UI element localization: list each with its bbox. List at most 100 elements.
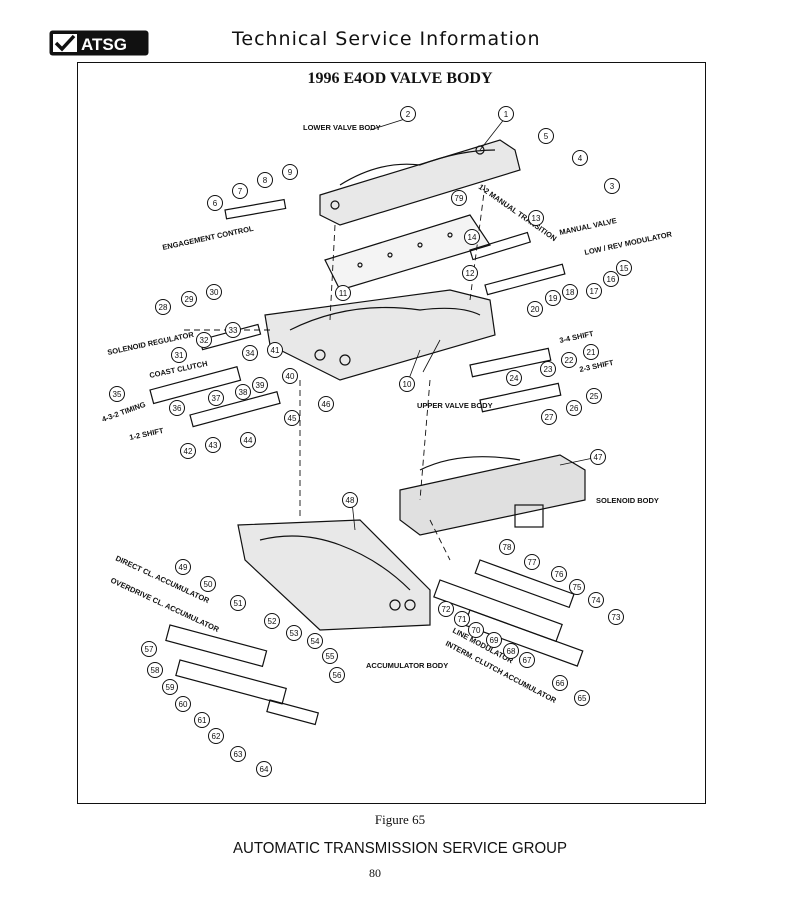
- svg-text:32: 32: [200, 336, 209, 345]
- callout-12: 12: [462, 265, 478, 281]
- callout-73: 73: [608, 609, 624, 625]
- svg-text:34: 34: [246, 349, 255, 358]
- callout-31: 31: [171, 347, 187, 363]
- callout-6: 6: [207, 195, 223, 211]
- svg-text:62: 62: [212, 732, 221, 741]
- callout-38: 38: [235, 384, 251, 400]
- callout-46: 46: [318, 396, 334, 412]
- callout-20: 20: [527, 301, 543, 317]
- callout-22: 22: [561, 352, 577, 368]
- svg-text:4: 4: [578, 154, 583, 163]
- svg-text:19: 19: [549, 294, 558, 303]
- callout-33: 33: [225, 322, 241, 338]
- callout-18: 18: [562, 284, 578, 300]
- page-number: 80: [369, 866, 381, 880]
- callout-40: 40: [282, 368, 298, 384]
- solenoid-body-part: [399, 454, 586, 536]
- svg-text:35: 35: [113, 390, 122, 399]
- callout-57: 57: [141, 641, 157, 657]
- callout-1: 1: [498, 106, 514, 122]
- svg-text:28: 28: [159, 303, 168, 312]
- svg-text:42: 42: [184, 447, 193, 456]
- callout-35: 35: [109, 386, 125, 402]
- callout-53: 53: [286, 625, 302, 641]
- svg-text:26: 26: [570, 404, 579, 413]
- valve-trains: [149, 198, 584, 726]
- svg-text:74: 74: [592, 596, 601, 605]
- callout-59: 59: [162, 679, 178, 695]
- callout-63: 63: [230, 746, 246, 762]
- label-432-timing: 4-3-2 TIMING: [101, 400, 147, 424]
- svg-text:38: 38: [239, 388, 248, 397]
- svg-text:7: 7: [238, 187, 243, 196]
- callout-19: 19: [545, 290, 561, 306]
- callout-44: 44: [240, 432, 256, 448]
- svg-text:29: 29: [185, 295, 194, 304]
- svg-text:46: 46: [322, 400, 331, 409]
- callout-55: 55: [322, 648, 338, 664]
- label-interm-clutch-accumulator: INTERM. CLUTCH ACCUMULATOR: [444, 639, 558, 705]
- callout-60: 60: [175, 696, 191, 712]
- svg-text:41: 41: [271, 346, 280, 355]
- svg-text:59: 59: [166, 683, 175, 692]
- callout-79: 79: [451, 190, 467, 206]
- svg-text:1: 1: [504, 110, 509, 119]
- svg-text:71: 71: [458, 615, 467, 624]
- svg-text:16: 16: [607, 275, 616, 284]
- svg-text:66: 66: [556, 679, 565, 688]
- svg-text:56: 56: [333, 671, 342, 680]
- callout-8: 8: [257, 172, 273, 188]
- svg-text:22: 22: [565, 356, 574, 365]
- callout-41: 41: [267, 342, 283, 358]
- callout-14: 14: [464, 229, 480, 245]
- footer-organization: AUTOMATIC TRANSMISSION SERVICE GROUP: [233, 839, 567, 858]
- svg-text:54: 54: [311, 637, 320, 646]
- svg-text:55: 55: [326, 652, 335, 661]
- svg-text:14: 14: [468, 233, 477, 242]
- label-accumulator-body: ACCUMULATOR BODY: [366, 661, 448, 670]
- label-lower-valve-body: LOWER VALVE BODY: [303, 123, 381, 132]
- svg-text:60: 60: [179, 700, 188, 709]
- callout-42: 42: [180, 443, 196, 459]
- callout-66: 66: [552, 675, 568, 691]
- svg-text:77: 77: [528, 558, 537, 567]
- callout-37: 37: [208, 390, 224, 406]
- callout-75: 75: [569, 579, 585, 595]
- callout-34: 34: [242, 345, 258, 361]
- label-12-shift: 1-2 SHIFT: [129, 426, 165, 442]
- diagram-title: 1996 E4OD VALVE BODY: [307, 70, 493, 87]
- label-solenoid-body: SOLENOID BODY: [596, 496, 659, 505]
- callout-56: 56: [329, 667, 345, 683]
- svg-text:8: 8: [263, 176, 268, 185]
- svg-text:11: 11: [339, 289, 348, 298]
- svg-text:3: 3: [610, 182, 615, 191]
- callout-9: 9: [282, 164, 298, 180]
- callout-74: 74: [588, 592, 604, 608]
- svg-text:52: 52: [268, 617, 277, 626]
- separator-plate-part: [324, 214, 491, 291]
- callout-69: 69: [486, 632, 502, 648]
- svg-text:13: 13: [532, 214, 541, 223]
- callout-45: 45: [284, 410, 300, 426]
- svg-text:12: 12: [466, 269, 475, 278]
- svg-text:65: 65: [578, 694, 587, 703]
- svg-text:70: 70: [472, 626, 481, 635]
- svg-text:18: 18: [566, 288, 575, 297]
- svg-text:45: 45: [288, 414, 297, 423]
- callout-21: 21: [583, 344, 599, 360]
- svg-text:79: 79: [455, 194, 464, 203]
- svg-text:44: 44: [244, 436, 253, 445]
- callout-7: 7: [232, 183, 248, 199]
- svg-text:49: 49: [179, 563, 188, 572]
- svg-text:23: 23: [544, 365, 553, 374]
- callout-49: 49: [175, 559, 191, 575]
- svg-text:21: 21: [587, 348, 596, 357]
- svg-text:50: 50: [204, 580, 213, 589]
- logo-text: ATSG: [81, 35, 127, 54]
- callout-3: 3: [604, 178, 620, 194]
- callout-25: 25: [586, 388, 602, 404]
- exploded-valve-body-diagram: LOWER VALVE BODY ENGAGEMENT CONTROL 1-2 …: [101, 106, 673, 777]
- callout-16: 16: [603, 271, 619, 287]
- callout-51: 51: [230, 595, 246, 611]
- assembly-lines: [180, 184, 486, 561]
